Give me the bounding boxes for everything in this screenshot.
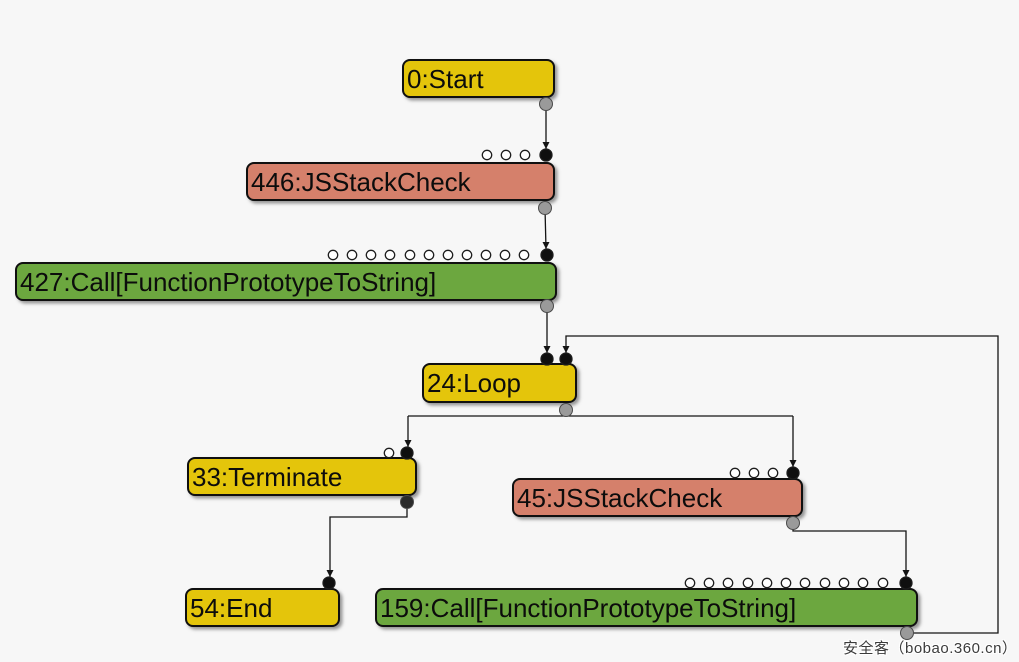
- input-port-open-icon[interactable]: [518, 249, 530, 261]
- edge-159-to-loop-back: [565, 335, 999, 634]
- input-port-connected-icon[interactable]: [899, 576, 913, 590]
- input-port-open-icon[interactable]: [857, 577, 869, 589]
- arrowhead-icon: [542, 142, 550, 149]
- node-label: 446:JSStackCheck: [251, 166, 471, 197]
- node-label: 54:End: [190, 592, 273, 623]
- input-port-open-icon[interactable]: [767, 467, 779, 479]
- input-port-connected-icon[interactable]: [400, 446, 414, 460]
- input-port-open-icon[interactable]: [780, 577, 792, 589]
- input-port-open-icon[interactable]: [346, 249, 358, 261]
- node-33-terminate[interactable]: 33:Terminate: [187, 457, 417, 496]
- output-port-icon[interactable]: [559, 403, 573, 417]
- input-port-connected-icon[interactable]: [540, 352, 554, 366]
- arrowhead-icon: [543, 346, 551, 353]
- input-port-open-icon[interactable]: [819, 577, 831, 589]
- output-port-icon[interactable]: [400, 495, 414, 509]
- input-port-open-icon[interactable]: [877, 577, 889, 589]
- input-port-open-icon[interactable]: [799, 577, 811, 589]
- arrowhead-icon: [562, 346, 570, 353]
- input-port-open-icon[interactable]: [703, 577, 715, 589]
- node-label: 45:JSStackCheck: [517, 482, 723, 513]
- input-port-open-icon[interactable]: [461, 249, 473, 261]
- input-port-open-icon[interactable]: [748, 467, 760, 479]
- input-port-open-icon[interactable]: [481, 149, 493, 161]
- node-24-loop[interactable]: 24:Loop: [422, 363, 577, 403]
- node-54-end[interactable]: 54:End: [185, 588, 340, 627]
- input-port-open-icon[interactable]: [519, 149, 531, 161]
- arrowhead-icon: [326, 570, 334, 577]
- input-port-connected-icon[interactable]: [539, 148, 553, 162]
- input-port-connected-icon[interactable]: [559, 352, 573, 366]
- watermark: 安全客（bobao.360.cn）: [843, 640, 1018, 657]
- input-port-open-icon[interactable]: [384, 249, 396, 261]
- edge-45-to-159: [792, 528, 907, 577]
- input-port-open-icon[interactable]: [327, 249, 339, 261]
- output-port-icon[interactable]: [540, 299, 554, 313]
- node-159-call-functionprototypetostring[interactable]: 159:Call[FunctionPrototypeToString]: [375, 588, 918, 627]
- node-0-start[interactable]: 0:Start: [402, 59, 555, 98]
- input-port-open-icon[interactable]: [838, 577, 850, 589]
- input-port-open-icon[interactable]: [365, 249, 377, 261]
- output-port-icon[interactable]: [900, 626, 914, 640]
- input-port-connected-icon[interactable]: [322, 576, 336, 590]
- input-port-open-icon[interactable]: [761, 577, 773, 589]
- node-label: 24:Loop: [427, 368, 521, 398]
- input-port-open-icon[interactable]: [383, 447, 395, 459]
- arrowhead-icon: [542, 242, 550, 249]
- input-port-open-icon[interactable]: [729, 467, 741, 479]
- input-port-open-icon[interactable]: [722, 577, 734, 589]
- input-port-open-icon[interactable]: [423, 249, 435, 261]
- node-label: 427:Call[FunctionPrototypeToString]: [20, 266, 437, 297]
- node-label: 33:Terminate: [192, 461, 343, 492]
- arrowhead-icon: [902, 570, 910, 577]
- node-446-jsstackcheck[interactable]: 446:JSStackCheck: [246, 162, 555, 201]
- edge-33-to-54: [329, 504, 408, 577]
- input-port-open-icon[interactable]: [404, 249, 416, 261]
- node-427-call-functionprototypetostring[interactable]: 427:Call[FunctionPrototypeToString]: [15, 262, 557, 301]
- input-port-open-icon[interactable]: [442, 249, 454, 261]
- node-label: 159:Call[FunctionPrototypeToString]: [380, 592, 797, 623]
- input-port-connected-icon[interactable]: [540, 248, 554, 262]
- arrowhead-icon: [789, 460, 797, 467]
- input-port-open-icon[interactable]: [742, 577, 754, 589]
- node-45-jsstackcheck[interactable]: 45:JSStackCheck: [512, 478, 803, 517]
- output-port-icon[interactable]: [539, 97, 553, 111]
- input-port-connected-icon[interactable]: [786, 466, 800, 480]
- arrowhead-icon: [404, 440, 412, 447]
- node-label: 0:Start: [407, 63, 484, 94]
- input-port-open-icon[interactable]: [480, 249, 492, 261]
- output-port-icon[interactable]: [538, 201, 552, 215]
- input-port-open-icon[interactable]: [499, 249, 511, 261]
- output-port-icon[interactable]: [786, 516, 800, 530]
- input-port-open-icon[interactable]: [684, 577, 696, 589]
- input-port-open-icon[interactable]: [500, 149, 512, 161]
